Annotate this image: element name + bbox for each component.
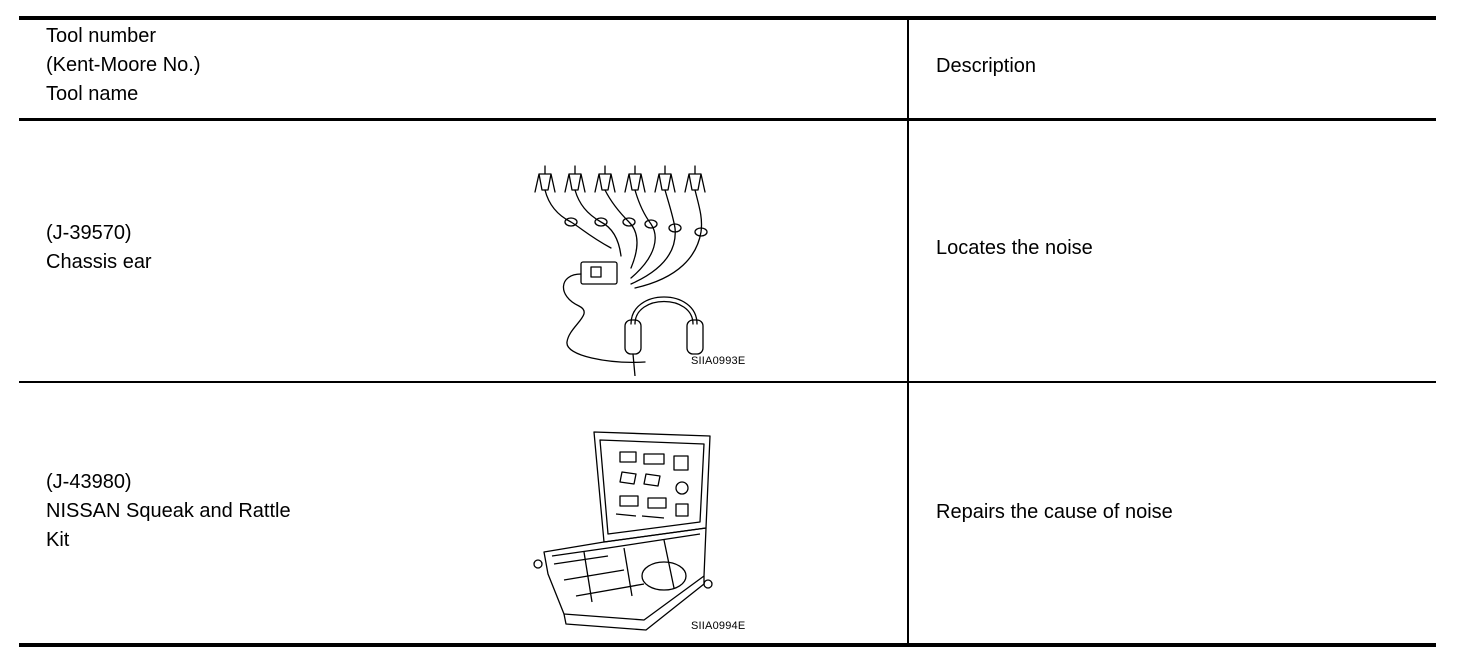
tool-number: (J-39570): [46, 222, 132, 244]
tool-name-line: NISSAN Squeak and Rattle: [46, 500, 291, 522]
column-divider: [907, 16, 909, 647]
squeak-rattle-kit-illustration: [533, 431, 713, 631]
chassis-ear-illustration: [534, 165, 708, 376]
figure-code: SIIA0994E: [691, 620, 746, 632]
tool-name-line: Kit: [46, 529, 70, 551]
table-row-description: Repairs the cause of noise: [936, 501, 1173, 523]
clip-icon: [534, 165, 556, 193]
figure-code: SIIA0993E: [691, 355, 746, 367]
header-divider: [19, 118, 1436, 121]
table-row-tool-cell: (J-39570) Chassis ear: [46, 219, 152, 277]
header-description: Description: [936, 55, 1037, 77]
table-row-tool-cell: (J-43980) NISSAN Squeak and Rattle Kit: [46, 468, 291, 555]
header-tool-line: Tool number: [46, 25, 157, 47]
header-tool-line: (Kent-Moore No.): [46, 54, 201, 76]
header-tool-column: Tool number (Kent-Moore No.) Tool name: [46, 22, 201, 109]
table-row-description: Locates the noise: [936, 237, 1093, 259]
table-top-border: [19, 16, 1436, 20]
header-tool-line: Tool name: [46, 83, 139, 105]
row-divider: [19, 381, 1436, 383]
tool-number: (J-43980): [46, 471, 132, 493]
tool-table: Tool number (Kent-Moore No.) Tool name D…: [19, 16, 1436, 647]
table-bottom-border: [19, 643, 1436, 647]
tool-name-line: Chassis ear: [46, 251, 152, 273]
